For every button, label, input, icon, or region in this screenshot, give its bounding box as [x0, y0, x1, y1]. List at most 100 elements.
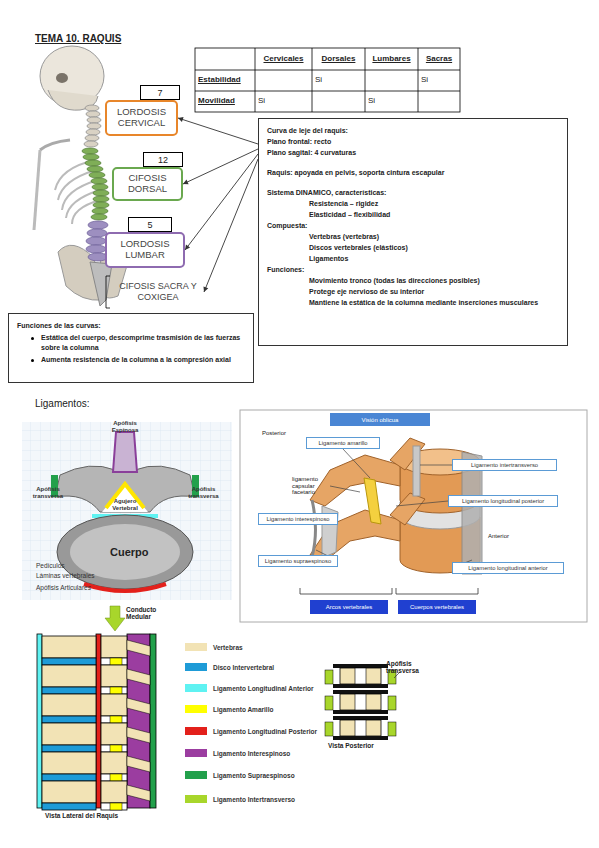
- part-label: Láminas vertebrales: [36, 572, 95, 579]
- node-text: Protege eje nervioso de su interior: [309, 286, 559, 297]
- connector-arrow: [178, 117, 258, 144]
- legend-row: Ligamento Interespinoso: [185, 749, 290, 757]
- ligament-callout: Ligamento interespinoso: [258, 513, 338, 525]
- node-text: 12: [158, 155, 168, 165]
- section-heading: Ligamentos:: [35, 398, 89, 409]
- legend-swatch: [185, 727, 207, 735]
- node-text: Resistencia – rigidez: [309, 198, 559, 209]
- node-text: Raquis: apoyada en pelvis, soporta cintu…: [267, 167, 559, 178]
- ligament-callout: Ligamento longitudinal anterior: [452, 562, 564, 574]
- node-text: Aumenta resistencia de la columna a la c…: [17, 355, 245, 365]
- posterior-schematic: [325, 664, 400, 740]
- table-header: Lumbares: [365, 48, 418, 70]
- node-text: Vertebras (vertebras): [309, 231, 559, 242]
- node-text: Ligamentos: [309, 253, 559, 264]
- schematic-caption: Conducto Medular: [126, 606, 178, 620]
- part-label: Apófisis transversa: [181, 486, 226, 499]
- table-header: Dorsales: [312, 48, 365, 70]
- legend-row: Ligamento Longitudinal Posterior: [185, 727, 317, 735]
- ligament-callout: Ligamento intertransverso: [452, 459, 557, 471]
- connector-line: [178, 118, 258, 144]
- arrow-head: [183, 180, 189, 185]
- table-cell: Si: [418, 70, 460, 91]
- callout-number: 5: [128, 217, 172, 232]
- part-label: Cuerpo: [110, 546, 149, 558]
- ligament-callout: Ligamento longitudinal posterior: [448, 495, 558, 507]
- legend-text: Vertebras: [213, 644, 243, 651]
- node-text: Curva de leje del raquis:: [267, 125, 559, 136]
- part-label: Agujero Vertebral: [104, 498, 146, 511]
- node-text: CIFOSIS DORSAL: [114, 173, 181, 195]
- connector-arrow: [183, 149, 258, 184]
- legend-swatch: [185, 663, 207, 671]
- connector-arrow: [185, 154, 258, 250]
- functions-box: Funciones de las curvas: Estática del cue…: [8, 313, 254, 383]
- region-box: Cuerpos vertebrales: [398, 600, 476, 614]
- lateral-schematic: [37, 606, 156, 810]
- arrow-head: [203, 286, 208, 292]
- part-label: Apófisis transversa: [28, 486, 68, 499]
- curve-label: CIFOSIS SACRA Y COXIGEA: [112, 277, 204, 307]
- part-label: Posterior: [262, 430, 286, 437]
- node-text: Funciones:: [267, 264, 559, 275]
- legend-row: Ligamento Intertransverso: [185, 795, 295, 803]
- table-header: Sacras: [418, 48, 460, 70]
- part-label: Anterior: [488, 533, 509, 540]
- legend-row: Ligamento Longitudinal Anterior: [185, 684, 314, 692]
- table-row-header: Estabilidad: [195, 70, 255, 91]
- part-label: ligamento capsular facetario: [292, 476, 332, 496]
- node-text: Arcos vertebrales: [326, 604, 373, 610]
- legend-swatch: [185, 705, 207, 713]
- callout-number: 12: [143, 152, 183, 167]
- legend-row: Vertebras: [185, 643, 243, 651]
- table-grid: [195, 48, 460, 112]
- node-text: Discos vertebrales (elásticos): [309, 242, 559, 253]
- vertebra-drawing: [22, 422, 232, 600]
- node-text: Plano frontal: recto: [267, 136, 559, 147]
- ligament-callout: Ligamento amarillo: [306, 437, 380, 449]
- legend-swatch: [185, 749, 207, 757]
- ligament-callout: Ligamento supraespinoso: [258, 555, 338, 567]
- node-text: Ligamento intertransverso: [471, 462, 538, 468]
- part-label: Apófisis Espinosa: [100, 420, 150, 433]
- node-text: Plano sagital: 4 curvaturas: [267, 147, 559, 158]
- node-text: Ligamento longitudinal anterior: [468, 565, 547, 571]
- legend-text: Disco Intervertebral: [213, 664, 274, 671]
- arrow-head: [185, 244, 190, 250]
- node-text: Elasticidad – flexibilidad: [309, 209, 559, 220]
- region-box: Arcos vertebrales: [310, 600, 388, 614]
- connector-arrow: [203, 159, 258, 292]
- legend-swatch: [185, 643, 207, 651]
- legend-text: Ligamento Amarillo: [213, 706, 273, 713]
- legend-row: Disco Intervertebral: [185, 663, 274, 671]
- node-text: Estática del cuerpo, descomprime trasmis…: [17, 333, 245, 353]
- legend-text: Ligamento Interespinoso: [213, 750, 290, 757]
- table-cell: Si: [312, 70, 365, 91]
- legend-text: Ligamento Longitudinal Anterior: [213, 685, 314, 692]
- table-row-header: Movilidad: [195, 91, 255, 112]
- node-text: 7: [157, 88, 162, 98]
- node-text: Compuesta:: [267, 220, 559, 231]
- node-text: 5: [147, 220, 152, 230]
- node-text: Visión oblicua: [362, 417, 399, 423]
- node-text: Ligamento supraespinoso: [265, 558, 331, 564]
- node-text: Funciones de las curvas:: [17, 320, 245, 331]
- legend-row: Ligamento Supraespinoso: [185, 771, 295, 779]
- info-box: Curva de leje del raquis:Plano frontal: …: [258, 118, 568, 346]
- node-text: LORDOSIS LUMBAR: [107, 239, 183, 261]
- node-text: Movimiento tronco (todas las direcciones…: [309, 275, 559, 286]
- connector-line: [185, 154, 258, 250]
- legend-swatch: [185, 795, 207, 803]
- part-label: Apófisis Articulares: [36, 584, 91, 591]
- legend-swatch: [185, 684, 207, 692]
- node-text: Cuerpos vertebrales: [410, 604, 464, 610]
- curve-box: LORDOSIS LUMBAR: [105, 232, 185, 268]
- legend-text: Ligamento Supraespinoso: [213, 772, 295, 779]
- schematic-caption: Apófisis transversa: [386, 660, 432, 674]
- node-text: Ligamento amarillo: [319, 440, 368, 446]
- legend-text: Ligamento Longitudinal Posterior: [213, 728, 317, 735]
- legend-text: Ligamento Intertransverso: [213, 796, 295, 803]
- node-text: Ligamento longitudinal posterior: [462, 498, 544, 504]
- node-text: Mantiene la estática de la columna media…: [309, 297, 559, 308]
